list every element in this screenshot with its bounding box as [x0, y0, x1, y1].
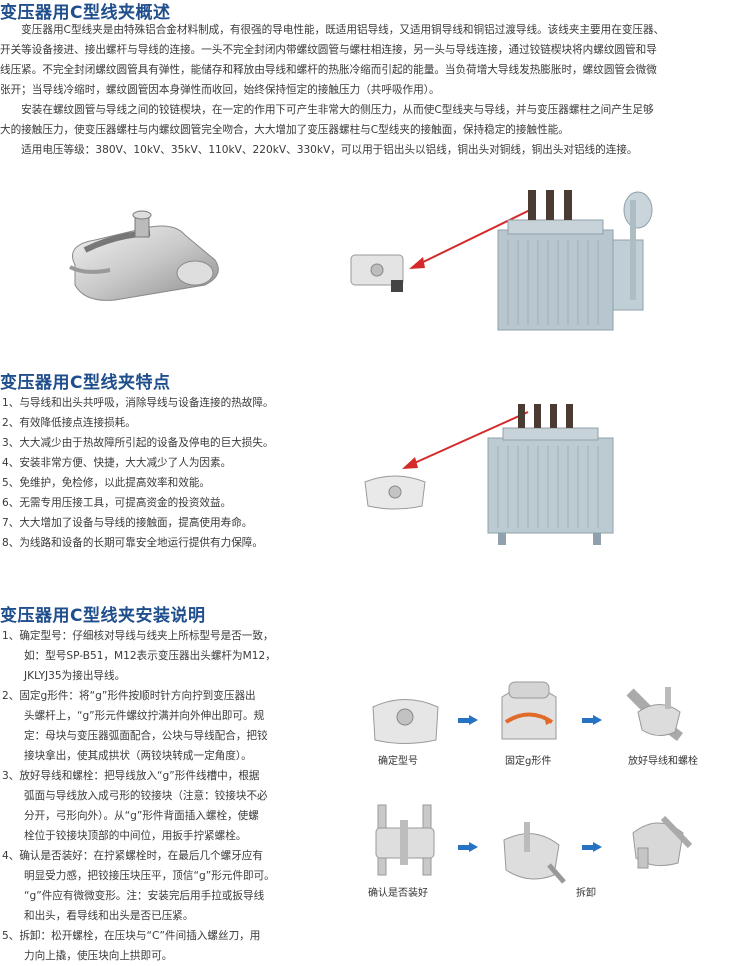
- install-line: 头螺杆上，“g”形元件螺纹拧满并向外伸出即可。规: [24, 710, 265, 722]
- install-line: 5、拆卸：松开螺栓，在压块与“C”件间插入螺丝刀，用: [2, 930, 261, 942]
- overview-paragraph: 变压器用C型线夹是由特殊铝合金材料制成，有很强的导电性能，既适用铝导线，又适用铜…: [0, 20, 748, 160]
- install-line: 如：型号SP-B51，M12表示变压器出头螺杆为M12，: [24, 650, 276, 662]
- overview-line: 开关等设备接进、接出螺杆与导线的连接。一头不完全封闭内带螺纹圆管与螺柱相连接，另…: [0, 44, 657, 56]
- caption-fix-g-piece: 固定g形件: [505, 756, 552, 767]
- overview-line: 张开；当导线冷缩时，螺纹圆管因本身弹性而收回，始终保持恒定的接触压力（共呼吸作用…: [0, 84, 440, 96]
- install-title: 变压器用C型线夹安装说明: [0, 606, 206, 626]
- feature-item: 6、无需专用压接工具，可提高资金的投资效益。: [2, 497, 232, 509]
- feature-item: 7、大大增加了设备与导线的接触面，提高使用寿命。: [2, 517, 253, 529]
- step-image-disassemble-tool: [503, 822, 566, 884]
- blue-arrow-icon: [582, 842, 604, 852]
- feature-item: 8、为线路和设备的长期可靠安全地运行提供有力保障。: [2, 537, 263, 549]
- red-arrow-1: [409, 209, 531, 269]
- blue-arrow-icon: [458, 715, 480, 725]
- install-line: 力向上撬，使压块向上拱即可。: [24, 950, 173, 962]
- overview-line: 大的接触压力，使变压器螺柱与内螺纹圆管完全吻合，大大增加了变压器螺柱与C型线夹的…: [0, 124, 569, 136]
- overview-line: 适用电压等级：380V、10kV、35kV、110kV、220kV、330kV，…: [0, 144, 638, 156]
- install-line: 和出头，看导线和出头是否已压紧。: [24, 910, 194, 922]
- feature-item: 2、有效降低接点连接损耗。: [2, 417, 136, 429]
- feature-item: 3、大大减少由于热故障所引起的设备及停电的巨大损失。: [2, 437, 274, 449]
- install-line: 明显受力感，把铰接压块压平，顶信“g”形元件即可。: [24, 870, 275, 882]
- small-clamp-image-1: [350, 254, 404, 292]
- features-title: 变压器用C型线夹特点: [0, 373, 171, 393]
- step-image-disassembled: [632, 815, 693, 869]
- small-clamp-image-2: [364, 475, 426, 510]
- install-line: 1、确定型号：仔细核对导线与线夹上所标型号是否一致，: [2, 630, 274, 642]
- caption-confirm-model: 确定型号: [378, 756, 418, 767]
- transformer-image-2: [487, 404, 614, 545]
- blue-arrow-icon: [582, 715, 604, 725]
- step-image-place-wire-bolt: [626, 687, 683, 741]
- install-line: 2、固定g形件：将“g”形件按顺时针方向拧到变压器出: [2, 690, 256, 702]
- caption-confirm-installed: 确认是否装好: [368, 888, 428, 899]
- caption-place-wire-bolt: 放好导线和螺栓: [628, 756, 698, 767]
- install-steps: 1、确定型号：仔细核对导线与线夹上所标型号是否一致， 如：型号SP-B51，M1…: [2, 626, 312, 966]
- overview-line: 安装在螺纹圆管与导线之间的铰链楔块，在一定的作用下可产生非常大的侧压力，从而使C…: [0, 104, 654, 116]
- overview-line: 线压紧。不完全封闭螺纹圆管具有弹性，能储存和释放由导线和螺杆的热胀冷缩而引起的能…: [0, 64, 657, 76]
- feature-item: 5、免维护，免检修，以此提高效率和效能。: [2, 477, 211, 489]
- install-line: 4、确认是否装好：在拧紧螺栓时，在最后几个螺牙应有: [2, 850, 263, 862]
- install-line: 分开，弓形向外）。从“g”形件背面插入螺栓，使螺: [24, 810, 259, 822]
- feature-item: 1、与导线和出头共呼吸，消除导线与设备连接的热故障。: [2, 397, 274, 409]
- c-clamp-product-image: [69, 210, 219, 301]
- transformer-image-1: [497, 190, 653, 331]
- install-line: 3、放好导线和螺栓：把导线放入“g”形件线槽中，根据: [2, 770, 260, 782]
- install-line: 定：母块与变压器弧面配合，公块与导线配合，把铰: [24, 730, 268, 742]
- install-line: JKLYJ35为接出导线。: [24, 670, 126, 682]
- overview-title: 变压器用C型线夹概述: [0, 3, 171, 23]
- features-list: 1、与导线和出头共呼吸，消除导线与设备连接的热故障。 2、有效降低接点连接损耗。…: [2, 393, 274, 553]
- install-line: 栓位于铰接块顶部的中间位，用扳手拧紧螺栓。: [24, 830, 247, 842]
- caption-disassemble: 拆卸: [576, 888, 596, 899]
- install-line: 接块拿出，使其成拱状（两铰块转成一定角度）。: [24, 750, 252, 762]
- install-line: 弧面与导线放入成弓形的铰接块（注意：铰接块不必: [24, 790, 268, 802]
- step-image-confirm-installed: [375, 804, 435, 876]
- red-arrow-2: [402, 411, 529, 469]
- blue-arrow-icon: [458, 842, 480, 852]
- feature-item: 4、安装非常方便、快捷，大大减少了人为因素。: [2, 457, 232, 469]
- step-image-confirm-model: [372, 699, 439, 744]
- overview-line: 变压器用C型线夹是由特殊铝合金材料制成，有很强的导电性能，既适用铝导线，又适用铜…: [0, 24, 665, 36]
- step-image-fix-g-piece: [501, 681, 557, 740]
- install-line: “g”件应有微微变形。注：安装完后用手拉或扳导线: [24, 890, 265, 902]
